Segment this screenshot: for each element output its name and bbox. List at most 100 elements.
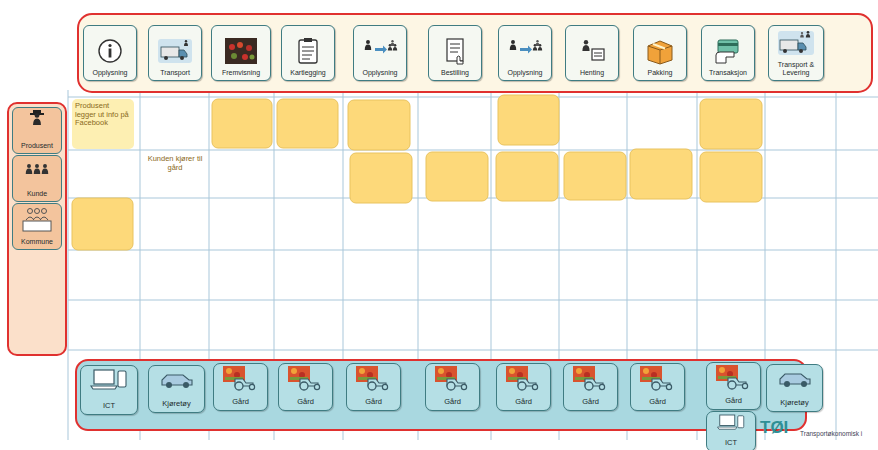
- card-icon: [714, 363, 754, 395]
- icon-shape: [666, 384, 671, 389]
- empty-sticky-notes: [72, 95, 762, 250]
- component-card: Gård: [278, 363, 333, 411]
- icon-deliver: [776, 29, 816, 57]
- icon-order: [435, 37, 475, 65]
- component-card: Gård: [630, 363, 685, 411]
- icon-shape: [26, 169, 32, 174]
- card-icon: [157, 366, 197, 398]
- icon-shape: [718, 40, 738, 53]
- grid-lines: [68, 90, 878, 440]
- card-label: Kjøretøy: [160, 400, 192, 412]
- icon-shape: [166, 382, 172, 388]
- icon-council: [17, 206, 57, 234]
- icon-car: [157, 366, 197, 394]
- icon-shape: [35, 164, 39, 168]
- icon-shape: [582, 45, 589, 51]
- icon-farmer: [17, 110, 57, 138]
- card-icon: [716, 412, 746, 437]
- function-card: Bestilling: [428, 25, 482, 81]
- icon-farm: [638, 364, 678, 392]
- card-label: ICT: [101, 402, 117, 414]
- icon-inform: [360, 37, 400, 65]
- icon-shape: [518, 382, 526, 390]
- function-card: Transport & Levering: [768, 25, 824, 81]
- icon-shape: [576, 368, 582, 374]
- grid-line: [68, 350, 878, 351]
- icon-shape: [388, 47, 392, 51]
- sticky-note: Kunden kjører til gård: [143, 152, 207, 196]
- icon-shape: [536, 40, 538, 42]
- icon-shape: [447, 39, 463, 61]
- sticky-note: [212, 99, 272, 148]
- icon-shape: [23, 221, 51, 231]
- icon-shape: [391, 43, 395, 46]
- card-icon: [155, 37, 195, 69]
- icon-shape: [599, 384, 604, 389]
- icon-shape: [300, 382, 308, 390]
- icon-shape: [314, 384, 319, 389]
- icon-shape: [718, 43, 738, 46]
- icon-car: [775, 365, 815, 393]
- icon-shape: [799, 49, 803, 53]
- icon-shape: [738, 416, 744, 428]
- grid-line: [68, 150, 878, 151]
- card-icon: [286, 364, 326, 396]
- icon-box: [640, 37, 680, 65]
- card-label: Produsent: [19, 142, 55, 153]
- icon-shape: [532, 384, 537, 389]
- icon-shape: [26, 217, 48, 220]
- card-label: Transport & Levering: [769, 61, 823, 80]
- icon-shape: [299, 40, 317, 63]
- icon-shape: [183, 382, 189, 388]
- icon-shape: [366, 40, 370, 44]
- icon-shape: [520, 48, 528, 51]
- note-text: Produsent legger ut info på Facebook: [72, 99, 134, 131]
- icon-shape: [509, 368, 515, 374]
- card-icon: [572, 37, 612, 69]
- card-label: Opplysning: [360, 69, 399, 80]
- icon-shape: [594, 52, 602, 53]
- icon-shape: [250, 54, 255, 59]
- icon-shape: [653, 44, 665, 49]
- icon-shape: [91, 386, 117, 389]
- icon-info: [90, 37, 130, 65]
- icon-shape: [109, 48, 112, 57]
- icon-shape: [242, 54, 248, 60]
- icon-shape: [382, 384, 387, 389]
- icon-truck: [155, 37, 195, 65]
- icon-farm: [504, 364, 544, 392]
- icon-shape: [118, 371, 126, 387]
- icon-shape: [368, 382, 376, 390]
- card-label: Transaksjon: [707, 69, 749, 80]
- card-label: ICT: [723, 439, 739, 450]
- icon-shape: [33, 119, 41, 126]
- icon-shape: [231, 53, 237, 59]
- icon-farm: [571, 364, 611, 392]
- icon-shape: [719, 367, 725, 373]
- component-card: Kjøretøy: [148, 365, 205, 413]
- sticky-note: [72, 198, 133, 250]
- card-label: Gård: [647, 398, 668, 410]
- icon-shape: [783, 49, 787, 53]
- icon-shape: [716, 52, 734, 63]
- icon-shape: [226, 368, 232, 374]
- card-icon: [360, 37, 400, 69]
- icon-shape: [383, 45, 387, 53]
- icon-shape: [648, 46, 672, 64]
- icon-farm: [354, 364, 394, 392]
- icon-shape: [728, 381, 736, 389]
- actor-card: Kommune: [12, 203, 62, 250]
- card-label: Bestilling: [439, 69, 471, 80]
- icon-shape: [246, 45, 252, 51]
- card-icon: [708, 37, 748, 69]
- icon-shape: [229, 44, 235, 50]
- card-icon: [221, 37, 261, 69]
- icon-shape: [652, 382, 660, 390]
- icon-shape: [643, 368, 649, 374]
- component-card: Kjøretøy: [766, 364, 823, 412]
- icon-shape: [447, 382, 455, 390]
- icon-shape: [237, 42, 243, 48]
- icon-shape: [806, 34, 810, 38]
- function-card: Opplysning: [83, 25, 137, 81]
- actor-card: Kunde: [12, 155, 62, 202]
